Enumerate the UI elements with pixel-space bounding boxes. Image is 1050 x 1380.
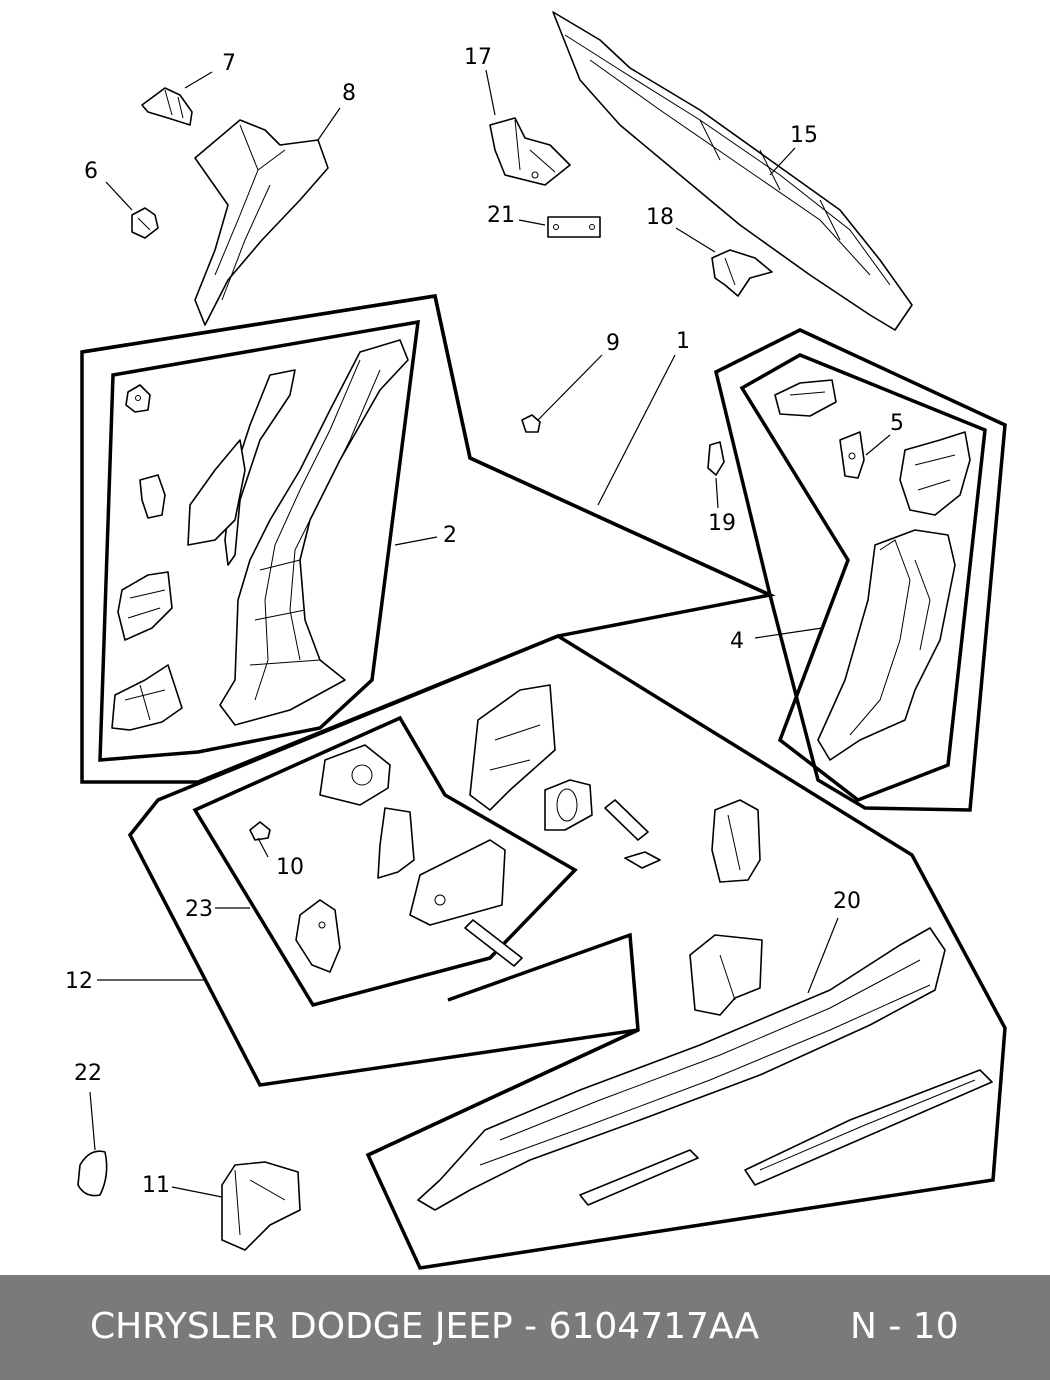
part-22-plug bbox=[77, 1150, 108, 1197]
callout-21: 21 bbox=[487, 203, 515, 228]
part-23-bracket-top bbox=[319, 744, 391, 806]
callout-18: 18 bbox=[646, 205, 674, 230]
part-2-bracket-d bbox=[111, 664, 183, 731]
group-20-outline bbox=[367, 932, 640, 1157]
part-2-b-pillar bbox=[219, 339, 409, 726]
footer-bar: CHRYSLER DODGE JEEP - 6104717AA N - 10 bbox=[0, 1275, 1050, 1380]
callout-12: 12 bbox=[65, 969, 93, 994]
part-4-rear-pillar bbox=[817, 529, 956, 761]
callout-5: 5 bbox=[890, 411, 904, 436]
callout-20: 20 bbox=[833, 889, 861, 914]
part-2-small-bracket-b bbox=[139, 474, 166, 519]
callout-2: 2 bbox=[443, 523, 457, 548]
part-4-bracket-right bbox=[899, 431, 971, 516]
part-6-clip bbox=[131, 207, 159, 239]
callout-8: 8 bbox=[342, 81, 356, 106]
group-12-outline bbox=[127, 634, 1007, 1270]
part-12-bracket-mid bbox=[689, 934, 763, 1016]
part-2-small-bracket-a bbox=[125, 384, 151, 413]
part-11-bracket bbox=[221, 1161, 301, 1251]
callout-22: 22 bbox=[74, 1061, 102, 1086]
part-23-bracket-mid bbox=[377, 807, 415, 879]
group-23-outline bbox=[192, 715, 578, 1008]
footer-page-reference: N - 10 bbox=[850, 1306, 959, 1347]
footer-part-number: CHRYSLER DODGE JEEP - 6104717AA bbox=[90, 1306, 760, 1347]
group-2-outline bbox=[98, 319, 421, 762]
part-23-tube bbox=[464, 919, 523, 967]
group-4-outer-outline bbox=[713, 328, 1007, 812]
part-18-bracket bbox=[711, 249, 773, 297]
part-5-plate bbox=[839, 431, 865, 479]
callout-11: 11 bbox=[142, 1173, 170, 1198]
callout-10: 10 bbox=[276, 855, 304, 880]
part-19-clip bbox=[707, 441, 725, 476]
leader-lines bbox=[89, 69, 891, 1198]
callout-labels: 7 8 6 17 21 18 15 9 1 2 5 19 4 10 23 12 … bbox=[65, 45, 904, 1198]
part-12-bracket-right bbox=[711, 799, 761, 883]
part-12-panel-b bbox=[544, 779, 593, 831]
callout-6: 6 bbox=[84, 159, 98, 184]
callout-4: 4 bbox=[730, 629, 744, 654]
part-8-pillar-reinforcement bbox=[194, 119, 329, 326]
part-12-panel-a bbox=[469, 684, 556, 811]
callout-23: 23 bbox=[185, 897, 213, 922]
part-2-bracket-c bbox=[117, 571, 173, 641]
parts-diagram: 7 8 6 17 21 18 15 9 1 2 5 19 4 10 23 12 … bbox=[65, 11, 1007, 1270]
part-12-tube bbox=[604, 799, 649, 841]
part-15-cowl-panel bbox=[552, 11, 913, 331]
part-4-bracket-top bbox=[774, 379, 837, 417]
part-20-strip-lower bbox=[579, 1149, 699, 1206]
part-23-bracket-left bbox=[295, 899, 341, 973]
part-12-washer bbox=[624, 851, 661, 869]
part-21-plate bbox=[547, 216, 601, 238]
group-1-boundary bbox=[80, 294, 776, 784]
callout-1: 1 bbox=[676, 329, 690, 354]
callout-15: 15 bbox=[790, 123, 818, 148]
part-23-plate bbox=[409, 839, 506, 926]
callout-9: 9 bbox=[606, 331, 620, 356]
part-17-bracket bbox=[489, 117, 571, 186]
group-4-inner-outline bbox=[739, 353, 987, 802]
part-9-clip bbox=[521, 414, 541, 433]
part-20-rocker-sill bbox=[417, 927, 946, 1211]
callout-7: 7 bbox=[222, 51, 236, 76]
part-7-bracket bbox=[141, 87, 193, 126]
callout-19: 19 bbox=[708, 511, 736, 536]
parts-diagram-canvas: 7 8 6 17 21 18 15 9 1 2 5 19 4 10 23 12 … bbox=[65, 11, 1007, 1270]
part-10-clip bbox=[249, 821, 271, 841]
part-20-inner-rocker bbox=[744, 1069, 993, 1186]
callout-17: 17 bbox=[464, 45, 492, 70]
part-2-inner-pillar bbox=[187, 369, 296, 566]
group-1-outline bbox=[81, 294, 771, 597]
